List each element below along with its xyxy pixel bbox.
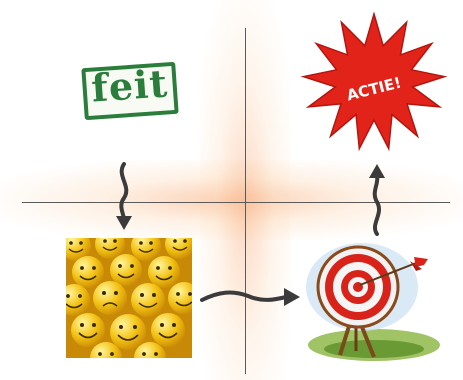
smiley-ball: [148, 256, 180, 288]
archery-target-icon: [306, 243, 440, 361]
smiley-ball: [134, 342, 166, 358]
smiley-ball: [66, 238, 91, 261]
smiley-ball: [131, 283, 165, 317]
smiley-ball: [72, 256, 104, 288]
smiley-ball: [168, 282, 192, 314]
smiley-ball: [95, 238, 125, 259]
smiley-ball: [93, 281, 127, 315]
up-arrow-icon: [369, 164, 385, 236]
horizontal-axis: [22, 202, 450, 203]
horizontal-glow: [0, 160, 463, 240]
right-arrow-icon: [200, 288, 300, 306]
down-arrow-icon: [116, 162, 132, 230]
smiley-faces-icon: [66, 238, 192, 358]
smiley-ball: [90, 342, 122, 358]
stamp-icon: feit: [81, 60, 179, 121]
smiley-ball: [131, 238, 161, 261]
smiley-ball: [71, 313, 105, 347]
smiley-ball: [110, 314, 146, 350]
smiley-ball: [66, 284, 90, 316]
stamp-label: feit: [89, 60, 170, 111]
vertical-axis: [245, 28, 246, 374]
starburst-icon: [300, 12, 448, 152]
smiley-ball: [165, 238, 192, 259]
smiley-ball: [110, 254, 142, 286]
smiley-ball: [151, 313, 185, 347]
